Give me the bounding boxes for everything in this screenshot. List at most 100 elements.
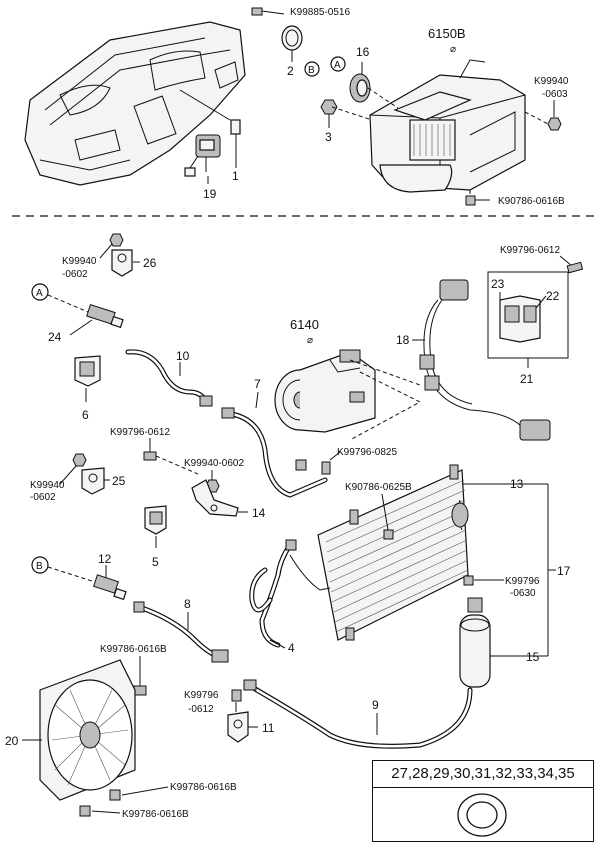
bolt-k90786-0625b [383, 529, 394, 540]
group-6150b-marker: ⌀ [450, 44, 456, 55]
dashboard [24, 21, 246, 186]
callout-10: 10 [176, 349, 190, 363]
o-ring-icon [457, 793, 507, 837]
receiver-drier-15 [459, 597, 491, 688]
callout-5: 5 [152, 555, 159, 569]
label-k99786-0616b-low2: K99786-0616B [122, 809, 189, 820]
label-k99885-0516: K99885-0516 [290, 7, 350, 18]
marker-a-mid-label: A [36, 288, 43, 299]
label-k99796-0612-low-b: -0612 [188, 704, 214, 715]
marker-b-mid-label: B [36, 561, 43, 572]
callout-18: 18 [396, 333, 410, 347]
callout-11: 11 [262, 721, 275, 735]
bolt-k99786-fan [133, 685, 147, 696]
label-k99940-0602-top-b: -0602 [62, 269, 88, 280]
label-k99940-0602-left-a: K99940 [30, 480, 65, 491]
label-k90786-0625b: K90786-0625B [345, 482, 412, 493]
callout-20: 20 [5, 734, 19, 748]
callout-15: 15 [526, 650, 540, 664]
callout-19: 19 [203, 187, 217, 201]
label-k99940-0603-b: -0603 [542, 89, 568, 100]
sensor-24 [86, 303, 124, 329]
clamp-25 [81, 467, 105, 495]
label-k99796-0612-right: K99796-0612 [500, 245, 560, 256]
marker-a-mid [31, 283, 49, 301]
callout-8: 8 [184, 597, 191, 611]
label-k99796-0630-b: -0630 [510, 588, 536, 599]
callout-6: 6 [82, 408, 89, 422]
o-ring-part-numbers: 27,28,29,30,31,32,33,34,35 [373, 761, 593, 788]
bracket-14 [191, 479, 239, 517]
clamp-11 [227, 711, 249, 743]
ac-switch-19 [184, 134, 221, 177]
bolt-k99796-0612-low [231, 689, 242, 702]
bolt-k99796-0612-right [566, 261, 584, 274]
label-k99786-0616b-low1: K99786-0616B [170, 782, 237, 793]
actuator-16 [349, 62, 371, 103]
callout-25: 25 [112, 474, 126, 488]
callout-21: 21 [520, 372, 534, 386]
o-ring-reference-box: 27,28,29,30,31,32,33,34,35 [372, 760, 594, 842]
label-k99940-0603-a: K99940 [534, 76, 569, 87]
bolt-k90786-top [465, 195, 490, 206]
label-k99796-0825: K99796-0825 [337, 447, 397, 458]
callout-7: 7 [254, 377, 261, 391]
bolt-k99796-0630 [463, 575, 474, 586]
nut-k99940-0602-left [72, 453, 87, 467]
group-6140-marker: ⌀ [307, 335, 313, 346]
group-6140: 6140 [290, 317, 319, 332]
callout-2: 2 [287, 64, 294, 78]
bolt-k99796-0825 [321, 461, 331, 475]
label-k99796-0630-a: K99796 [505, 576, 540, 587]
switch-knob-1 [230, 119, 241, 168]
label-k99796-0612-low-a: K99796 [184, 690, 219, 701]
condenser-13 [317, 464, 469, 641]
marker-a-top-label: A [334, 60, 341, 71]
callout-12: 12 [98, 552, 112, 566]
hose-10 [125, 349, 213, 407]
callout-3: 3 [325, 130, 332, 144]
compressor [274, 349, 376, 433]
clip-5 [144, 505, 167, 535]
marker-b-top [304, 61, 320, 77]
callout-16: 16 [356, 45, 370, 59]
callout-26: 26 [143, 256, 157, 270]
callout-4: 4 [288, 641, 295, 655]
marker-b-mid [31, 556, 49, 574]
grommet-2 [281, 25, 303, 62]
callout-22: 22 [546, 289, 560, 303]
label-k99940-0602-top-a: K99940 [62, 256, 97, 267]
marker-b-top-label: B [308, 65, 315, 76]
harness-18 [419, 279, 551, 441]
relay-box-21 [487, 271, 569, 359]
nut-k99940-0602-top [109, 233, 124, 247]
callout-1: 1 [232, 169, 239, 183]
label-k99940-0602-mid: K99940-0602 [184, 458, 244, 469]
nut-3 [320, 99, 338, 128]
callout-13: 13 [510, 477, 524, 491]
nut-k99940-0603 [547, 117, 562, 131]
pipe-12 [93, 574, 127, 601]
bracket-26 [111, 249, 133, 277]
drier-mount [451, 502, 469, 528]
label-k99796-0612-mid: K99796-0612 [110, 427, 170, 438]
hose-7 [221, 407, 328, 498]
hose-8 [133, 601, 229, 663]
marker-a-top [330, 56, 346, 72]
group-6150b: 6150B [428, 26, 466, 41]
heater-unit [369, 59, 526, 193]
callout-17: 17 [557, 564, 571, 578]
label-k99786-0616b-fan: K99786-0616B [100, 644, 167, 655]
callout-23: 23 [491, 277, 505, 291]
label-k90786-0616b-top: K90786-0616B [498, 196, 565, 207]
screw-k99885 [251, 7, 285, 16]
callout-24: 24 [48, 330, 62, 344]
bolt-k99796-0612-mid [143, 451, 157, 461]
callout-14: 14 [252, 506, 266, 520]
cooling-fan-20 [39, 659, 136, 817]
hose-4 [249, 539, 297, 648]
pipe-9 [243, 679, 473, 749]
callout-9: 9 [372, 698, 379, 712]
label-k99940-0602-left-b: -0602 [30, 492, 56, 503]
